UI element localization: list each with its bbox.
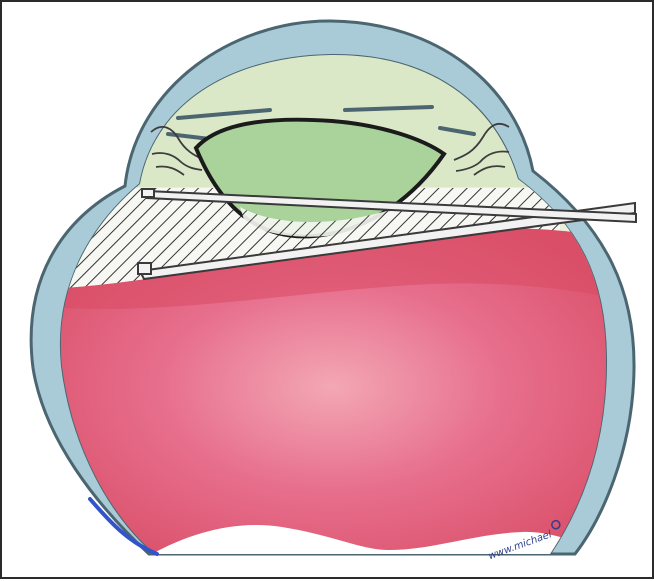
figure-frame: www.michael	[0, 0, 654, 579]
eye-cross-section-diagram: www.michael	[2, 2, 654, 581]
